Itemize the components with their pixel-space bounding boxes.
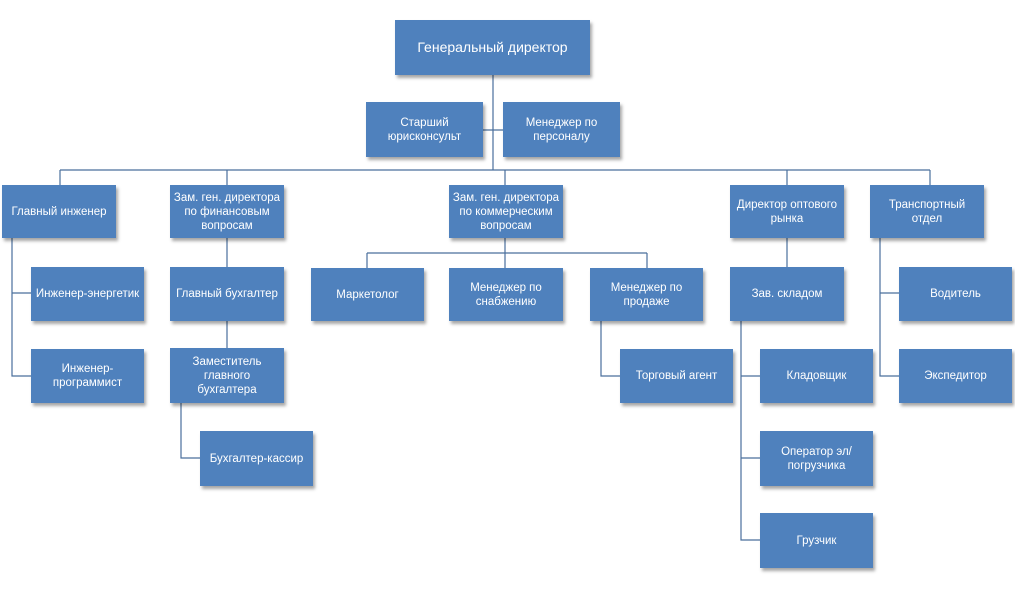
warehouse-head-box[interactable]: Зав. складом: [730, 267, 844, 321]
wholesale-director-label: Директор оптового рынка: [736, 198, 838, 225]
marketer-label: Маркетолог: [336, 288, 399, 301]
power-engineer-label: Инженер-энергетик: [35, 288, 140, 300]
sales-manager-box[interactable]: Менеджер по продаже: [590, 268, 703, 321]
wholesale-director-box[interactable]: Директор оптового рынка: [730, 185, 844, 238]
forwarder-box[interactable]: Экспедитор: [899, 349, 1012, 403]
accountant-cashier-label: Бухгалтер-кассир: [209, 452, 304, 465]
hr-manager-box[interactable]: Менеджер по персоналу: [503, 102, 620, 157]
deputy-finance-label: Зам. ген. директора по финансовым вопрос…: [173, 191, 281, 232]
chief-engineer-label: Главный инженер: [11, 205, 107, 218]
accountant-cashier-box[interactable]: Бухгалтер-кассир: [200, 431, 313, 486]
ceo-label: Генеральный директор: [417, 39, 568, 55]
chief-accountant-label: Главный бухгалтер: [176, 288, 278, 300]
deputy-chief-accountant-label: Заместитель главного бухгалтера: [192, 355, 262, 396]
ceo-box[interactable]: Генеральный директор: [395, 20, 590, 75]
power-engineer-box[interactable]: Инженер-энергетик: [31, 267, 144, 321]
connector-chief-engineer-branch: [11, 238, 31, 377]
forklift-operator-box[interactable]: Оператор эл/погрузчика: [760, 431, 873, 486]
connector-warehouse-branch: [740, 321, 760, 541]
sales-manager-label: Менеджер по продаже: [610, 281, 683, 308]
supply-manager-label: Менеджер по снабжению: [470, 281, 542, 308]
deputy-chief-accountant-box[interactable]: Заместитель главного бухгалтера: [170, 348, 284, 403]
driver-label: Водитель: [930, 288, 981, 300]
storekeeper-label: Кладовщик: [786, 370, 847, 382]
programmer-engineer-label: Инженер-программист: [52, 363, 123, 389]
deputy-commercial-box[interactable]: Зам. ген. директора по коммерческим вопр…: [449, 185, 563, 238]
connector-to-cashier: [180, 403, 200, 459]
chief-engineer-box[interactable]: Главный инженер: [2, 185, 116, 238]
supply-manager-box[interactable]: Менеджер по снабжению: [449, 268, 563, 321]
programmer-engineer-box[interactable]: Инженер-программист: [31, 349, 144, 403]
driver-box[interactable]: Водитель: [899, 267, 1012, 321]
marketer-box[interactable]: Маркетолог: [311, 268, 424, 321]
senior-legal-label: Старший юрисконсульт: [387, 116, 462, 143]
warehouse-head-label: Зав. складом: [751, 288, 823, 300]
storekeeper-box[interactable]: Кладовщик: [760, 349, 873, 403]
senior-legal-box[interactable]: Старший юрисконсульт: [366, 102, 483, 157]
sales-agent-label: Торговый агент: [635, 370, 718, 382]
loader-label: Грузчик: [796, 534, 837, 547]
connector-commercial-bus: [366, 238, 648, 268]
transport-dept-label: Транспортный отдел: [888, 198, 966, 225]
forwarder-label: Экспедитор: [924, 370, 987, 382]
loader-box[interactable]: Грузчик: [760, 513, 873, 568]
connector-transport-branch: [879, 238, 899, 377]
connector-to-sales-agent: [600, 321, 620, 377]
chief-accountant-box[interactable]: Главный бухгалтер: [170, 267, 284, 321]
forklift-operator-label: Оператор эл/погрузчика: [781, 445, 852, 472]
deputy-finance-box[interactable]: Зам. ген. директора по финансовым вопрос…: [170, 185, 284, 238]
hr-manager-label: Менеджер по персоналу: [525, 116, 598, 143]
transport-dept-box[interactable]: Транспортный отдел: [870, 185, 984, 238]
deputy-commercial-label: Зам. ген. директора по коммерческим вопр…: [452, 191, 560, 232]
sales-agent-box[interactable]: Торговый агент: [620, 349, 733, 403]
